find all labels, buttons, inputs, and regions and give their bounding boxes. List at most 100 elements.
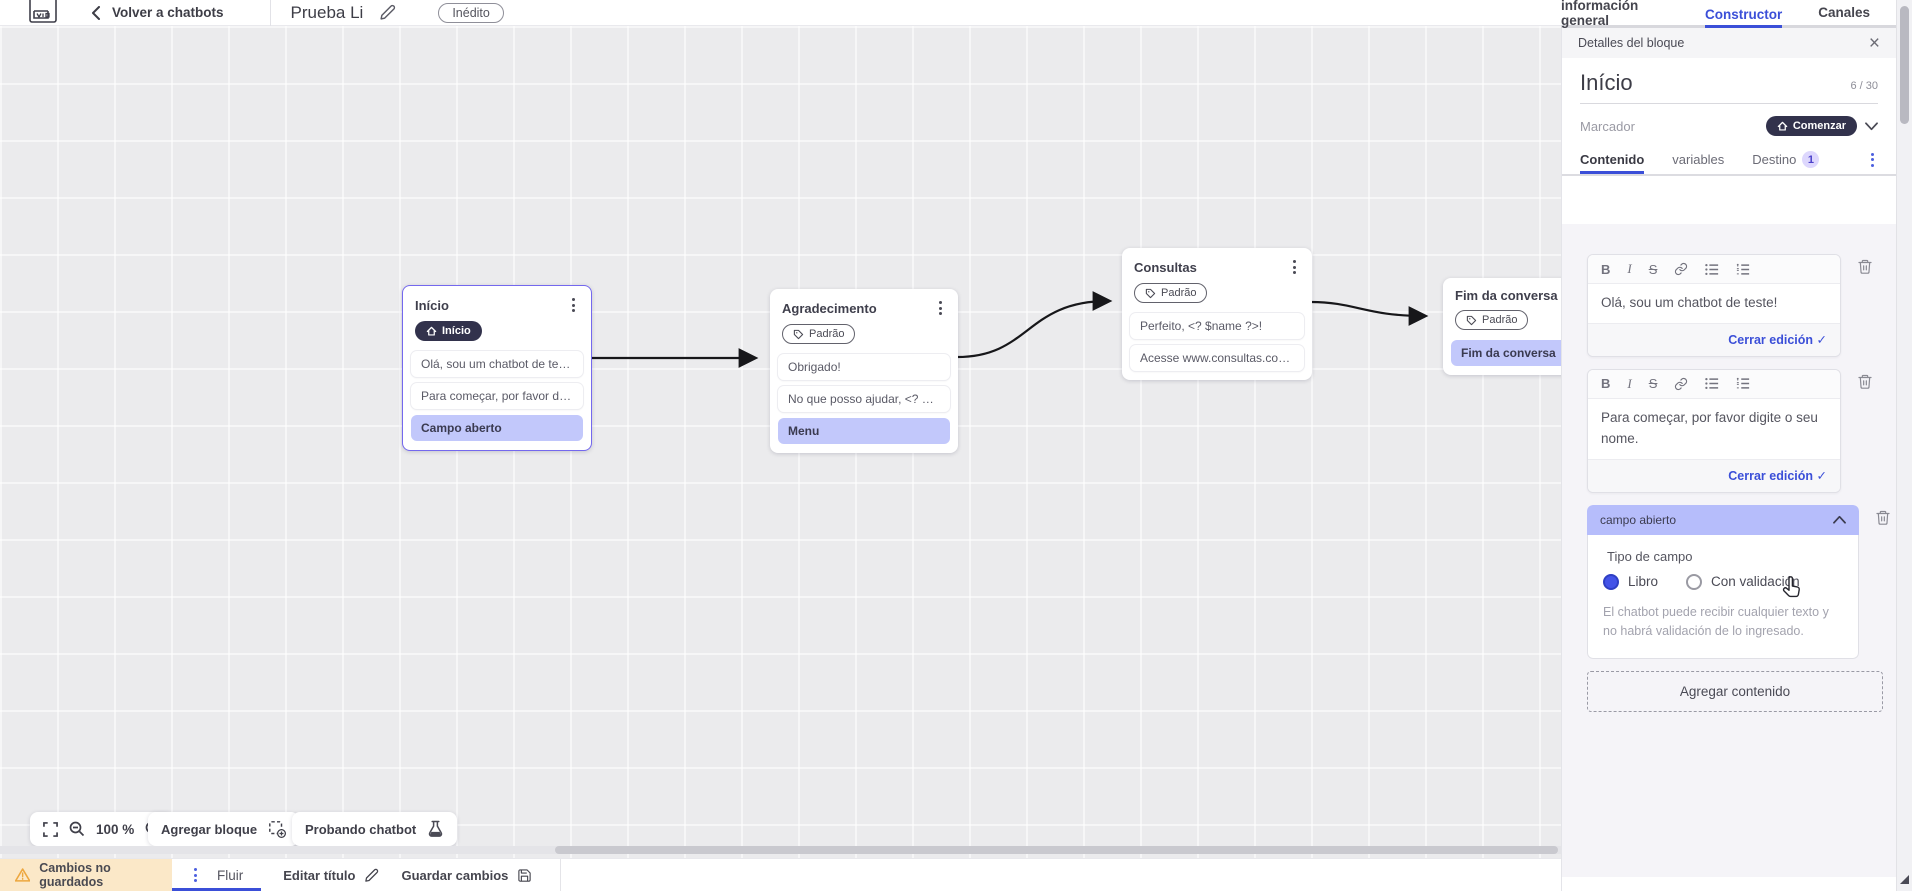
tab-destino[interactable]: Destino 1: [1752, 145, 1820, 174]
radio-option-libre[interactable]: Libro: [1603, 573, 1658, 590]
chevron-left-icon: [92, 5, 100, 20]
strikethrough-icon[interactable]: S: [1648, 376, 1658, 392]
block-row[interactable]: No que posso ajudar, <? $name ...: [778, 385, 950, 412]
detail-tabs: Contenido variables Destino 1: [1562, 145, 1896, 176]
close-icon[interactable]: ×: [1868, 32, 1880, 54]
unsaved-label: Cambios no guardados: [39, 861, 111, 889]
link-icon[interactable]: [1674, 262, 1688, 276]
block-fim-da-conversa[interactable]: Fim da conversa Padrão Fim da conversa: [1443, 278, 1561, 375]
block-row[interactable]: Obrigado!: [778, 353, 950, 380]
add-content-button[interactable]: Agregar contenido: [1587, 670, 1883, 712]
vertical-scrollbar[interactable]: [1896, 0, 1912, 891]
panel-title: Detalles del bloque: [1578, 36, 1685, 50]
delete-content-button[interactable]: [1857, 373, 1873, 390]
edit-title-button[interactable]: Editar título: [283, 859, 379, 891]
block-inicio[interactable]: Início Início Olá, sou um chatbot de tes…: [402, 285, 592, 451]
numbered-list-icon[interactable]: [1736, 263, 1750, 276]
numbered-list-icon[interactable]: [1736, 377, 1750, 390]
marker-dropdown[interactable]: Comenzar: [1765, 116, 1878, 136]
start-badge: Início: [415, 321, 482, 341]
block-row-open-field[interactable]: Campo aberto: [411, 414, 583, 441]
test-chatbot-button[interactable]: Probando chatbot: [292, 812, 458, 846]
edge-consultas-fim: [1310, 300, 1429, 326]
flow-canvas[interactable]: Início Início Olá, sou um chatbot de tes…: [0, 26, 1561, 858]
block-title: Fim da conversa: [1455, 288, 1558, 303]
zoom-out-icon[interactable]: [69, 821, 85, 837]
tag-icon: [1145, 288, 1156, 298]
tab-constructor[interactable]: Constructor: [1705, 0, 1782, 28]
status-bar: Cambios no guardados Fluir Editar título…: [0, 858, 1561, 891]
add-block-label: Agregar bloque: [161, 821, 258, 837]
block-row[interactable]: Para começar, por favor digite o ...: [411, 382, 583, 409]
block-row[interactable]: Acesse www.consultas.com par...: [1130, 344, 1304, 371]
flow-tab[interactable]: Fluir: [172, 859, 261, 891]
flow-menu-icon[interactable]: [190, 866, 201, 884]
app-logo-icon: [28, 0, 58, 26]
block-row[interactable]: Perfeito, <? $name ?>!: [1130, 312, 1304, 339]
open-field-card: campo abierto Tipo de campo Libro Con va…: [1587, 504, 1859, 659]
block-consultas[interactable]: Consultas Padrão Perfeito, <? $name ?>! …: [1122, 248, 1312, 380]
edit-title-icon[interactable]: [379, 4, 396, 21]
builder-nav-tabs: información general Constructor Canales: [1561, 0, 1896, 28]
block-agradecimento[interactable]: Agradecimento Padrão Obrigado! No que po…: [770, 289, 958, 453]
italic-icon[interactable]: I: [1627, 375, 1632, 391]
back-to-chatbots-button[interactable]: Volver a chatbots: [90, 5, 224, 20]
close-edit-link[interactable]: Cerrar edición ✓: [1728, 468, 1827, 483]
bold-icon[interactable]: B: [1601, 261, 1611, 277]
richtext-toolbar: B I S: [1588, 369, 1840, 399]
corner-resize-grip: [1900, 875, 1909, 884]
default-badge: Padrão: [1134, 283, 1208, 303]
tab-contenido[interactable]: Contenido: [1580, 145, 1644, 174]
block-menu-icon[interactable]: [935, 299, 946, 317]
block-menu-icon[interactable]: [568, 296, 579, 314]
zoom-level: 100 %: [96, 821, 135, 837]
text-content-editor[interactable]: B I S Olá, sou um chatbot de teste! Cerr…: [1587, 254, 1841, 357]
message-text[interactable]: Para começar, por favor digite o seu nom…: [1588, 398, 1840, 459]
radio-option-con-validacion[interactable]: Con validación: [1686, 573, 1800, 590]
text-content-editor[interactable]: B I S Para começar, por favor digite o s…: [1587, 368, 1841, 493]
block-row[interactable]: Olá, sou um chatbot de teste!: [411, 350, 583, 377]
fit-screen-icon[interactable]: [43, 821, 58, 837]
chatbot-title: Prueba Li: [290, 2, 364, 22]
chevron-up-icon[interactable]: [1833, 515, 1846, 524]
add-block-icon: [269, 821, 287, 838]
block-name-input[interactable]: Início: [1580, 70, 1633, 95]
edge-agradecimento-consultas: [956, 291, 1113, 359]
link-icon[interactable]: [1674, 377, 1688, 391]
delete-content-button[interactable]: [1857, 258, 1873, 275]
block-title: Início: [415, 297, 449, 313]
block-menu-icon[interactable]: [1289, 258, 1300, 276]
delete-content-button[interactable]: [1875, 509, 1891, 526]
status-badge: Inédito: [438, 2, 504, 23]
block-row-menu[interactable]: Menu: [778, 417, 950, 444]
close-edit-link[interactable]: Cerrar edición ✓: [1728, 332, 1827, 347]
italic-icon[interactable]: I: [1627, 261, 1632, 276]
bullet-list-icon[interactable]: [1705, 377, 1719, 390]
radio-unselected-icon[interactable]: [1686, 573, 1703, 590]
destination-count-badge: 1: [1802, 151, 1820, 168]
save-changes-button[interactable]: Guardar cambios: [401, 859, 532, 891]
tab-canales[interactable]: Canales: [1818, 5, 1870, 20]
pencil-icon: [365, 868, 379, 882]
message-text[interactable]: Olá, sou um chatbot de teste!: [1588, 284, 1840, 323]
strikethrough-icon[interactable]: S: [1648, 261, 1658, 277]
add-block-button[interactable]: Agregar bloque: [148, 812, 300, 846]
vertical-scrollbar-thumb[interactable]: [1900, 6, 1909, 124]
name-input-underline: [1580, 103, 1878, 104]
horizontal-scrollbar-thumb[interactable]: [555, 846, 1558, 854]
tab-informacion-general[interactable]: información general: [1561, 0, 1639, 28]
tab-variables[interactable]: variables: [1672, 152, 1725, 167]
open-field-header[interactable]: campo abierto: [1587, 504, 1859, 535]
block-title: Consultas: [1134, 259, 1197, 275]
panel-header: Detalles del bloque ×: [1562, 28, 1896, 58]
radio-selected-icon[interactable]: [1603, 573, 1619, 590]
bold-icon[interactable]: B: [1601, 376, 1611, 392]
horizontal-scrollbar[interactable]: [0, 846, 1561, 854]
block-row-end[interactable]: Fim da conversa: [1451, 339, 1561, 366]
open-field-title: campo abierto: [1600, 512, 1677, 527]
bullet-list-icon[interactable]: [1705, 263, 1719, 276]
save-icon: [518, 868, 532, 882]
header-divider: [269, 0, 271, 26]
flow-tab-label: Fluir: [217, 867, 244, 883]
panel-menu-icon[interactable]: [1867, 151, 1878, 169]
